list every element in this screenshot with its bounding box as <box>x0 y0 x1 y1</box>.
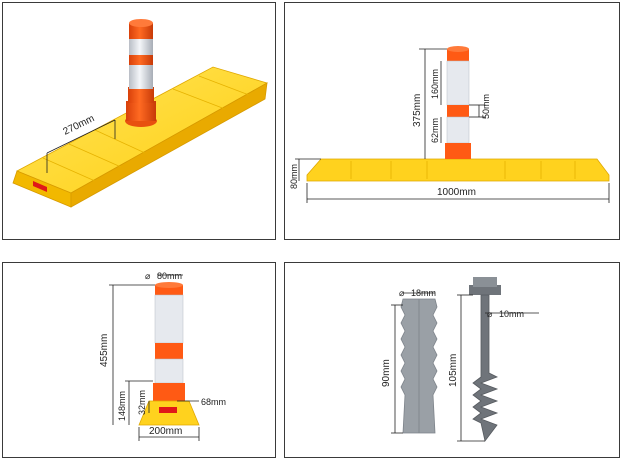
screw-diameter-label: 10mm <box>499 309 524 319</box>
isometric-drawing: 270mm <box>12 19 269 208</box>
anchor-diameter-label: 18mm <box>411 288 436 298</box>
front-base-segments <box>350 161 576 179</box>
panel-front-view: 375mm 160mm 62mm 50mm 80mm 1000mm <box>284 2 620 240</box>
front-length-label: 1000mm <box>437 187 476 198</box>
front-post-height-label: 375mm <box>412 94 423 127</box>
panel-isometric-view: 270mm <box>2 2 276 240</box>
side-reflector-label: 68mm <box>201 397 226 407</box>
front-base <box>306 158 610 182</box>
screw-length-label: 105mm <box>448 354 459 387</box>
screw-diameter-symbol: ⌀ <box>487 309 493 319</box>
side-diameter-label: 80mm <box>157 271 182 281</box>
base-long-face <box>70 82 268 208</box>
side-post-height-label: 455mm <box>99 334 110 367</box>
front-band-bottom-label: 62mm <box>430 118 440 143</box>
front-height-label: 80mm <box>289 164 299 189</box>
anchor-diameter-symbol: ⌀ <box>399 288 405 298</box>
side-post <box>153 282 185 401</box>
side-diameter-symbol: ⌀ <box>145 271 151 281</box>
side-small-label: 32mm <box>137 390 147 415</box>
anchor-length-label: 90mm <box>381 359 392 387</box>
panel-hardware: ⌀ 18mm 90mm ⌀ 10mm 105mm <box>284 262 620 458</box>
side-red-reflector <box>159 407 177 413</box>
front-band-width-label: 50mm <box>481 94 491 119</box>
base-segments <box>42 75 250 182</box>
panel-side-view: ⌀ 80mm 455mm 148mm 32mm 68mm 200mm <box>2 262 276 458</box>
front-band-top-label: 160mm <box>430 69 440 99</box>
expansion-anchor <box>400 298 438 434</box>
hardware-drawing: ⌀ 18mm 90mm ⌀ 10mm 105mm <box>381 277 539 442</box>
red-reflector <box>33 181 47 192</box>
side-drawing: ⌀ 80mm 455mm 148mm 32mm 68mm 200mm <box>99 271 226 441</box>
side-base-height-label: 148mm <box>117 391 127 421</box>
side-base-width-label: 200mm <box>149 426 182 437</box>
front-post <box>445 46 471 159</box>
post <box>125 19 157 127</box>
lag-screw <box>469 277 501 442</box>
front-drawing: 375mm 160mm 62mm 50mm 80mm 1000mm <box>289 46 610 203</box>
